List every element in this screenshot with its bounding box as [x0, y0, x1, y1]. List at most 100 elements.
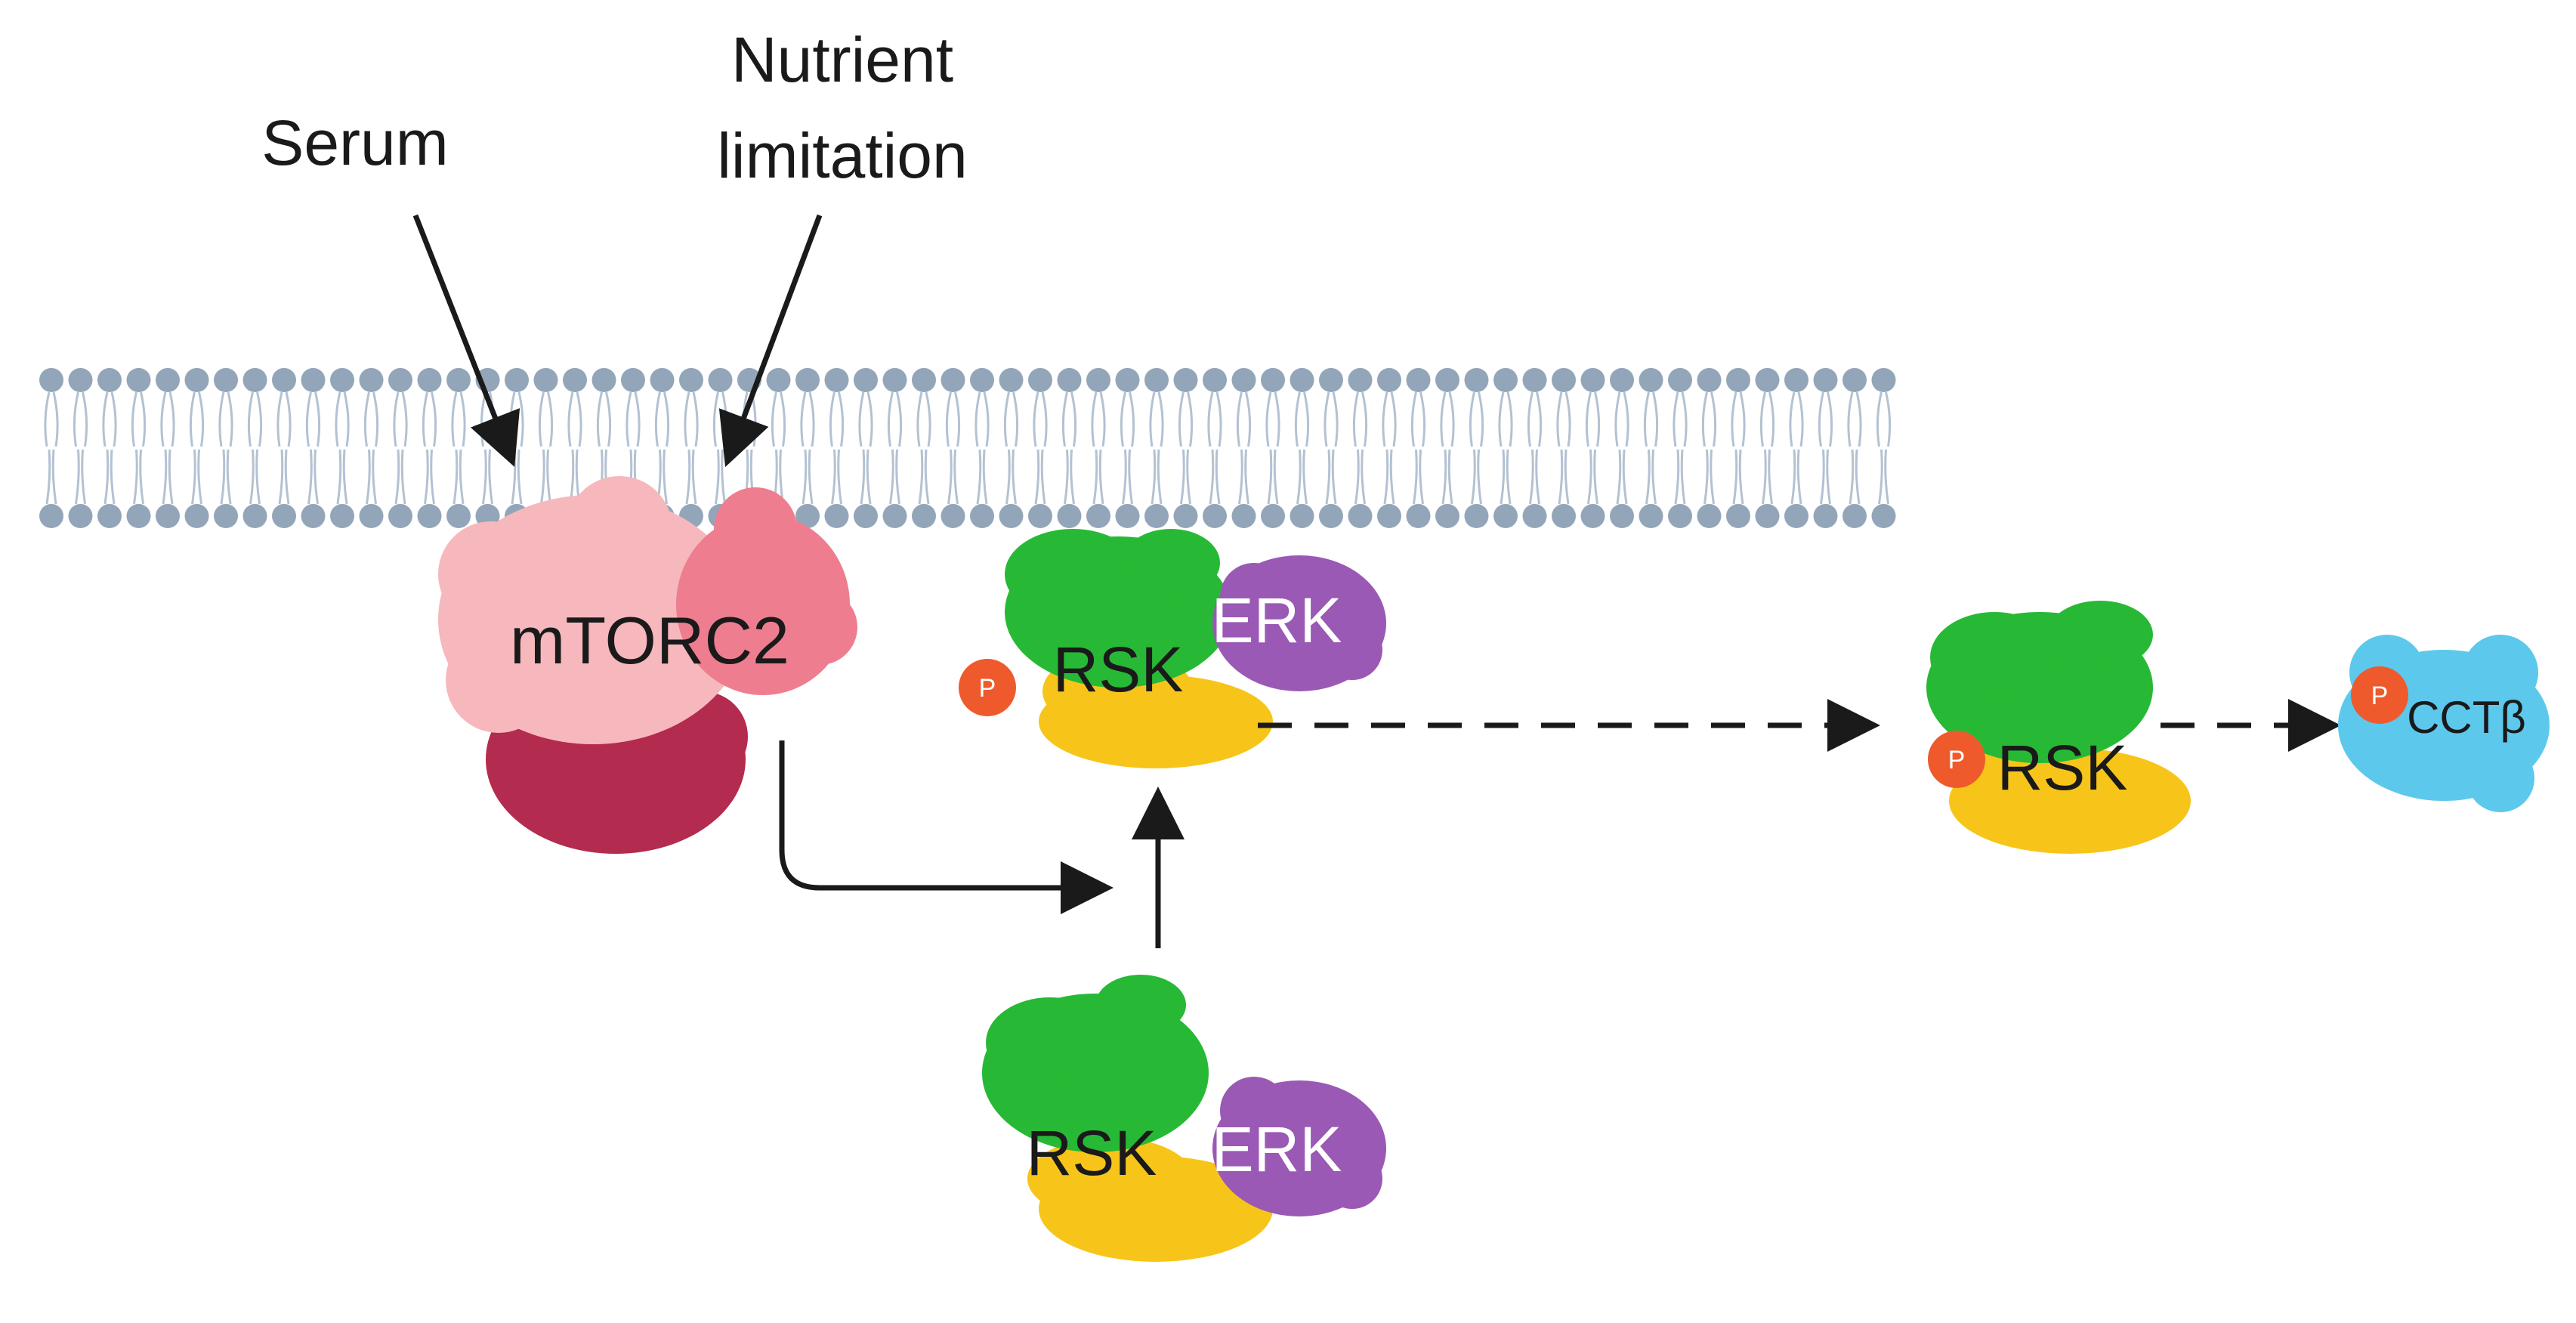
lipid-tail	[424, 449, 429, 505]
lipid-head	[1610, 368, 1634, 392]
lipid-tail	[976, 449, 982, 505]
lipid-head	[1057, 368, 1082, 392]
lipid-head	[1261, 504, 1285, 528]
lipid-tail	[605, 391, 612, 447]
lipid-tail	[305, 391, 312, 447]
lipid-tail	[314, 449, 319, 505]
lipid-tail	[1070, 391, 1077, 447]
lipid-tail	[947, 449, 953, 505]
lipid-tail	[1564, 449, 1570, 505]
lipid-tail	[1645, 449, 1651, 505]
lipid-tail	[517, 391, 524, 447]
lipid-tail	[1215, 449, 1221, 505]
lipid-tail	[307, 449, 313, 505]
lipid-tail	[1762, 449, 1767, 505]
lipid-tail	[314, 391, 321, 447]
lipid-tail	[887, 391, 894, 447]
lipid-tail	[1238, 449, 1243, 505]
lipid-tail	[1558, 449, 1564, 505]
lipid-tail	[1796, 449, 1802, 505]
lipid-head	[1755, 368, 1780, 392]
lipid-head	[330, 504, 354, 528]
lipid-tail	[226, 449, 232, 505]
lipid-head	[126, 368, 151, 392]
lipid-tail	[1244, 449, 1249, 505]
lipid-tail	[451, 391, 458, 447]
lipid-tail	[1091, 391, 1098, 447]
lipid-tail	[1157, 449, 1163, 505]
lipid-tail	[168, 391, 175, 447]
lipid-tail	[889, 449, 894, 505]
lipid-head	[1755, 504, 1780, 528]
lipid-tail	[247, 391, 254, 447]
lipid-tail	[546, 449, 551, 505]
lipid-tail	[1527, 391, 1534, 447]
lipid-tail	[1296, 449, 1302, 505]
lipid-tail	[131, 391, 137, 447]
lipid-tail	[1884, 449, 1889, 505]
lipid-tail	[1012, 449, 1017, 505]
lipid-tail	[1352, 391, 1359, 447]
lipid-tail	[285, 391, 292, 447]
lipid-head	[1784, 368, 1808, 392]
lipid-head	[184, 504, 209, 528]
lipid-head	[1348, 504, 1373, 528]
lipid-tail	[1673, 391, 1679, 447]
lipid-tail	[576, 391, 582, 447]
lipid-head	[1173, 368, 1198, 392]
lipid-tail	[102, 391, 109, 447]
mtorc2-label: mTORC2	[510, 603, 789, 678]
lipid-tail	[654, 391, 661, 447]
lipid-tail	[712, 391, 719, 447]
lipid-head	[708, 368, 733, 392]
lipid-head	[1086, 368, 1110, 392]
lipid-head	[1842, 504, 1867, 528]
lipid-tail	[808, 449, 814, 505]
lipid-tail	[1536, 391, 1543, 447]
lipid-head	[184, 368, 209, 392]
lipid-tail	[1478, 391, 1484, 447]
lipid-tail	[925, 391, 931, 447]
lipid-tail	[1768, 391, 1775, 447]
lipid-tail	[1506, 391, 1513, 447]
lipid-tail	[1710, 391, 1717, 447]
lipid-tail	[780, 391, 786, 447]
lipid-tail	[1209, 449, 1215, 505]
lipid-tail	[1847, 391, 1854, 447]
lipid-tail	[1070, 449, 1075, 505]
lipid-head	[1319, 368, 1343, 392]
lipid-tail	[227, 391, 233, 447]
lipid-head	[1784, 504, 1808, 528]
lipid-head	[156, 504, 180, 528]
lipid-tail	[366, 449, 371, 505]
lipid-tail	[1324, 391, 1330, 447]
lipid-tail	[336, 449, 342, 505]
rsk-label-active: RSK	[1053, 634, 1184, 705]
lipid-tail	[1878, 449, 1883, 505]
lipid-tail	[858, 391, 865, 447]
lipid-tail	[1885, 391, 1892, 447]
lipid-head	[214, 368, 238, 392]
lipid-head	[301, 504, 326, 528]
lipid-head	[795, 368, 820, 392]
lipid-tail	[983, 391, 990, 447]
lipid-tail	[1149, 391, 1156, 447]
lipid-tail	[721, 391, 728, 447]
lipid-head	[1231, 368, 1256, 392]
lipid-tail	[197, 449, 202, 505]
lipid-tail	[1643, 391, 1650, 447]
lipid-tail	[1556, 391, 1563, 447]
lipid-tail	[1382, 391, 1388, 447]
lipid-tail	[1564, 391, 1571, 447]
lipid-tail	[363, 391, 370, 447]
lipid-tail	[1361, 449, 1366, 505]
lipid-head	[1203, 368, 1227, 392]
lipid-tail	[829, 391, 836, 447]
lipid-tail	[1215, 391, 1222, 447]
lipid-tail	[1294, 391, 1301, 447]
lipid-tail	[1652, 391, 1659, 447]
lipid-tail	[517, 449, 523, 505]
lipid-head	[1144, 504, 1169, 528]
lipid-tail	[1469, 391, 1475, 447]
